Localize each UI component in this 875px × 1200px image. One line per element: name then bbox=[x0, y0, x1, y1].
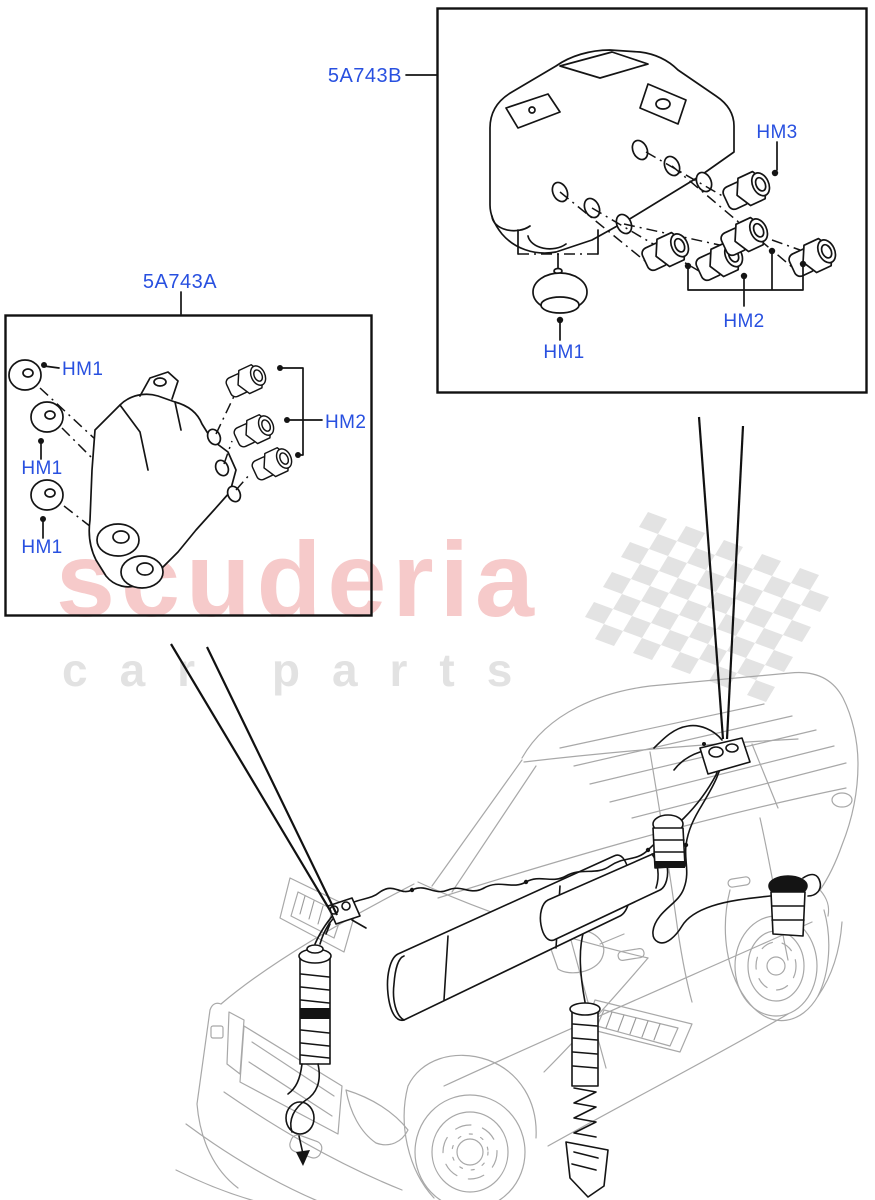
car-door-handle-front bbox=[617, 947, 645, 961]
car-rear-bumper-edge bbox=[817, 889, 843, 997]
hm1-label-a1: HM1 bbox=[62, 359, 103, 380]
car-quarter-window-divider bbox=[751, 743, 779, 809]
hex-fitting-hm3 bbox=[718, 166, 776, 215]
air-reservoir-tank bbox=[386, 851, 679, 1021]
callout-box-b-frame bbox=[436, 7, 868, 394]
hm3-label: HM3 bbox=[756, 122, 797, 143]
rear-air-spring-wheel bbox=[768, 873, 822, 937]
hex-fitting-a2 bbox=[230, 410, 279, 452]
car-rocker-line bbox=[547, 1013, 789, 1147]
dome-grommet-hm1-b bbox=[517, 229, 599, 314]
valve-block-body-b bbox=[489, 49, 735, 254]
hood-vent-right-hatch bbox=[605, 1011, 661, 1041]
grommet-2 bbox=[30, 401, 64, 433]
car-hood-left-edge bbox=[220, 883, 415, 1005]
car-drip-rail bbox=[523, 738, 799, 763]
grommet-3 bbox=[30, 479, 64, 511]
hm2-bracket-a bbox=[279, 367, 323, 456]
rear-air-spring-center bbox=[652, 814, 686, 869]
checkered-flag-icon bbox=[585, 512, 829, 702]
car-headlight-left bbox=[226, 1011, 245, 1075]
watermark-tagline: car parts bbox=[62, 644, 544, 696]
hm2-label-b: HM2 bbox=[723, 311, 764, 332]
front-strut-left bbox=[285, 909, 339, 1166]
part-label-5a743a: 5A743A bbox=[143, 271, 217, 293]
car-headlight-right bbox=[345, 1089, 409, 1146]
watermark: scuderia car parts bbox=[56, 512, 829, 702]
rear-valve-block-on-vehicle bbox=[673, 737, 751, 775]
car-side-marker bbox=[210, 1025, 224, 1039]
hood-vent-right bbox=[584, 999, 693, 1053]
hood-vent-left-hatch bbox=[299, 895, 333, 930]
car-bumper-lines bbox=[185, 1091, 403, 1200]
leader-line-box-b-2 bbox=[725, 425, 745, 740]
hm1-label-b: HM1 bbox=[543, 342, 584, 363]
hex-fitting-a3 bbox=[248, 443, 297, 485]
car-roof-outline bbox=[521, 671, 859, 891]
hm2-bracket-b bbox=[687, 250, 804, 307]
callout-box-a-frame bbox=[4, 314, 373, 617]
suspension-components bbox=[285, 724, 822, 1198]
hm1-label-a3: HM1 bbox=[21, 537, 62, 558]
car-b-pillar-door-cut bbox=[649, 751, 693, 1003]
leader-line-box-a-1 bbox=[170, 643, 332, 913]
part-label-5a743b: 5A743B bbox=[328, 65, 402, 87]
car-skid-plate bbox=[175, 1169, 254, 1200]
rear-valve-assembly-drawing bbox=[489, 49, 842, 341]
grommet-1 bbox=[8, 359, 42, 391]
hm1-label-a2: HM1 bbox=[21, 458, 62, 479]
leader-line-box-a-2 bbox=[206, 646, 338, 916]
air-line-harness-main bbox=[337, 749, 725, 913]
front-wheel bbox=[414, 1094, 526, 1200]
car-door-handle-rear bbox=[727, 876, 751, 888]
front-valve-block-on-vehicle bbox=[325, 897, 367, 935]
car-far-mirror bbox=[831, 792, 853, 808]
leader-lines bbox=[170, 416, 745, 916]
air-line-rear-drop bbox=[652, 749, 771, 944]
hex-fitting-hm2-4 bbox=[784, 233, 842, 282]
leader-line-box-b-1 bbox=[697, 416, 725, 740]
front-valve-assembly-drawing bbox=[8, 359, 323, 589]
hm1-pointer-a1 bbox=[43, 365, 60, 369]
car-beltline bbox=[437, 787, 847, 899]
car-roof-panel-lines bbox=[559, 703, 847, 819]
hm2-label-a: HM2 bbox=[325, 412, 366, 433]
callout-box-5a743a: 5A743A bbox=[4, 271, 373, 617]
hex-fitting-hm2-1 bbox=[637, 227, 695, 276]
car-front-wheel-arch bbox=[403, 1054, 537, 1199]
car-front-fender-edge bbox=[196, 1002, 239, 1189]
car-rear-wheel-arch bbox=[724, 889, 830, 1022]
air-line-parcel-loop bbox=[653, 724, 723, 749]
callout-box-5a743b: 5A743B bbox=[328, 7, 868, 394]
hex-fitting-a1 bbox=[222, 360, 271, 402]
car-a-pillar bbox=[431, 759, 537, 893]
